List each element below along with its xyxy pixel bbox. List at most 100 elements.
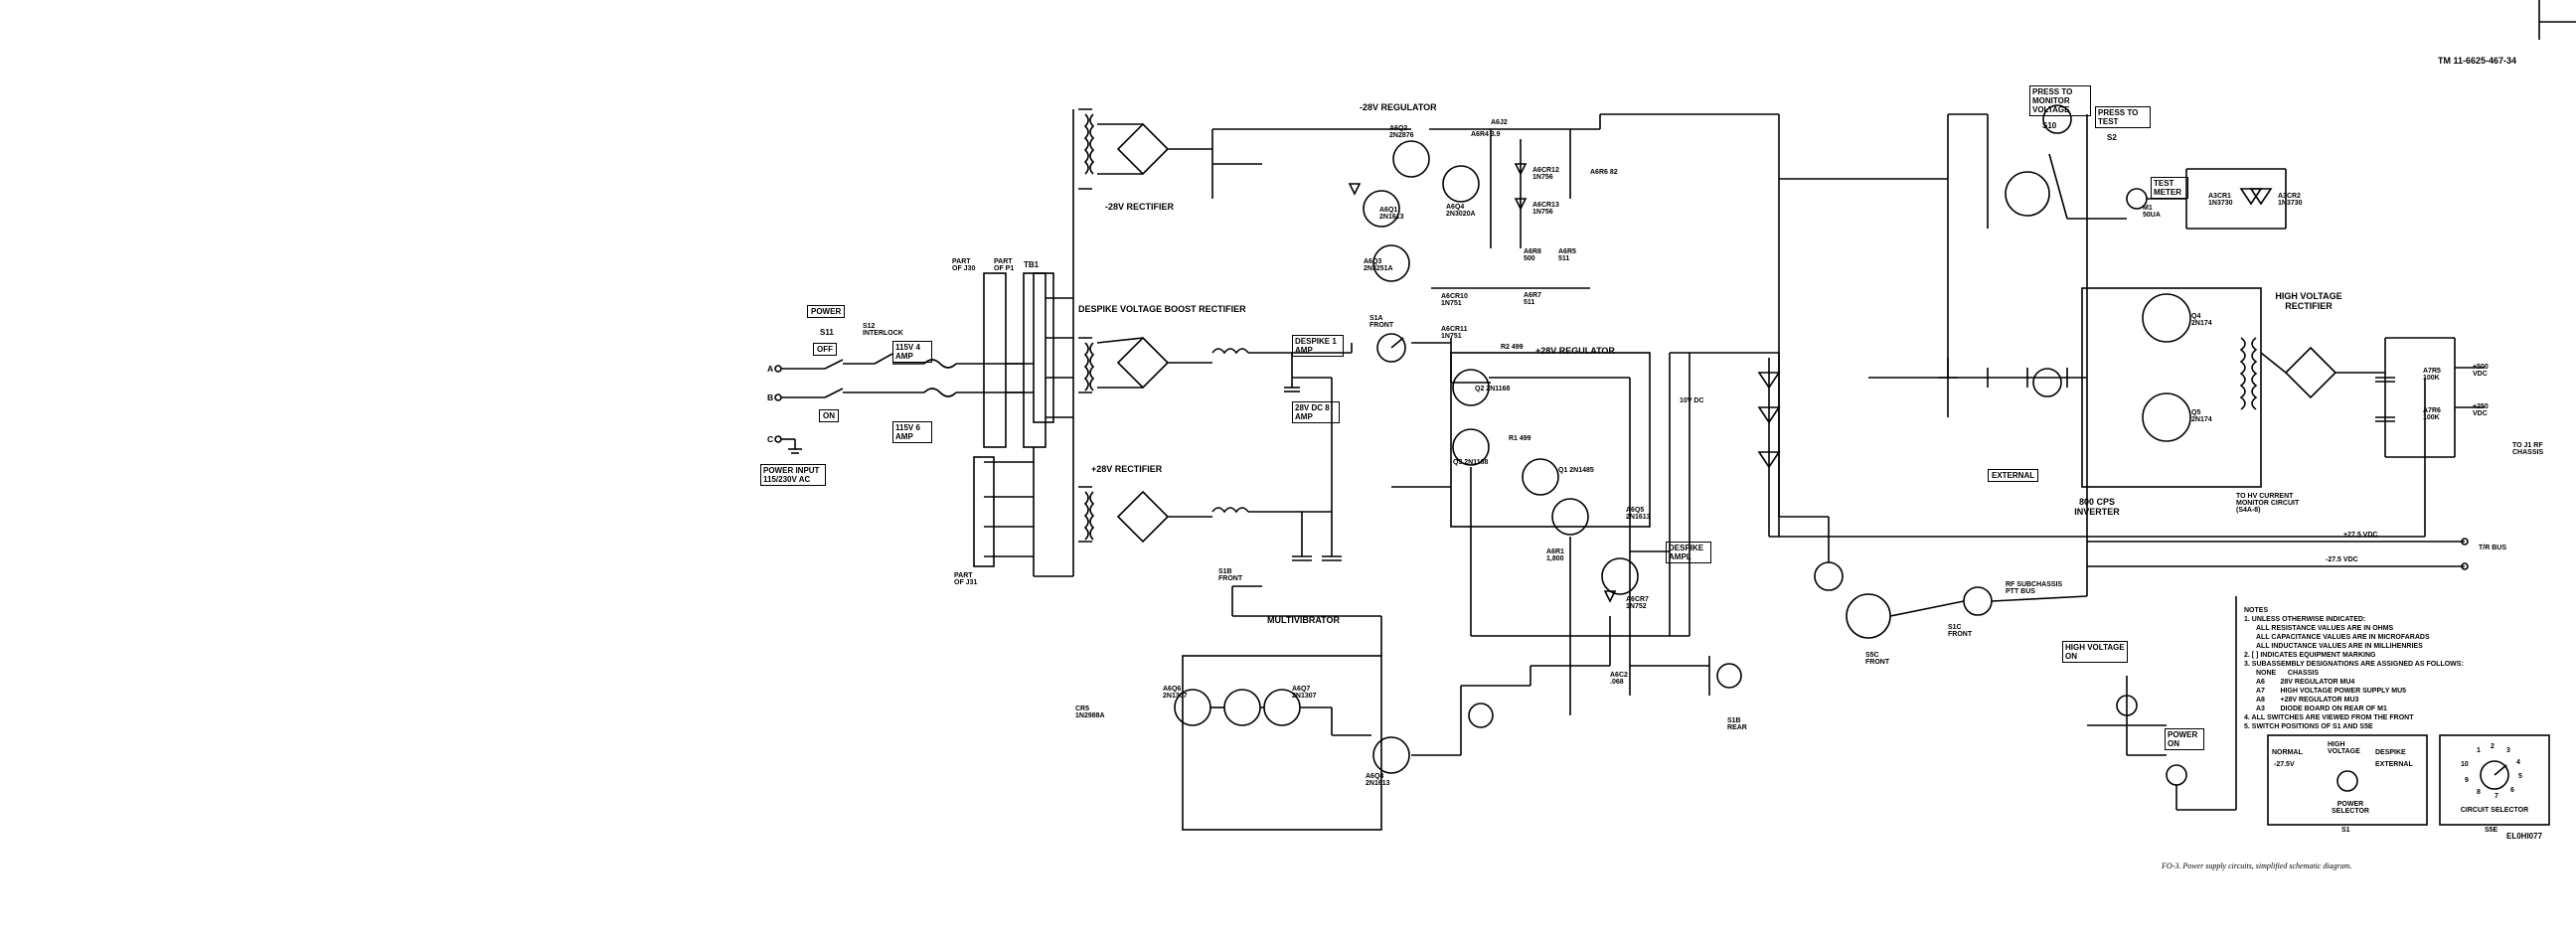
j1-label: TO J1 RF CHASSIS: [2512, 442, 2544, 456]
s1c-label: S1C FRONT: [1948, 624, 1973, 638]
notes-line: ALL INDUCTANCE VALUES ARE IN MILLIHENRIE…: [2256, 643, 2423, 650]
power-selector-id: S1: [2341, 827, 2350, 834]
notes-line: 3. SUBASSEMBLY DESIGNATIONS ARE ASSIGNED…: [2244, 661, 2464, 668]
cs-pos-7: 7: [2495, 793, 2498, 800]
cs-pos-9: 9: [2465, 777, 2469, 784]
s1b-rear-label: S1B REAR: [1727, 717, 1747, 731]
plus28-regulator-title: +28V REGULATOR: [1535, 346, 1615, 356]
hv-on-box: HIGH VOLTAGE ON: [2062, 641, 2128, 663]
out-tr-bus: T/R BUS: [2479, 545, 2506, 551]
off-box: OFF: [813, 343, 837, 356]
power-selector-label: POWER SELECTOR: [2332, 801, 2369, 815]
s10-label: S10: [2042, 121, 2057, 130]
out-hv-monitor: TO HV CURRENT MONITOR CIRCUIT (S4A-8): [2236, 493, 2300, 514]
s1b-label: S1B FRONT: [1218, 568, 1243, 582]
j31-label: PART OF J31: [954, 572, 978, 586]
p1-label: PART OF P1: [994, 258, 1015, 272]
comp-q5: Q5 2N174: [2191, 409, 2212, 423]
minus28-regulator-title: -28V REGULATOR: [1360, 102, 1437, 112]
comp-a6cr11: A6CR11 1N751: [1441, 326, 1468, 340]
comp-a3cr1: A3CR1 1N3730: [2208, 193, 2233, 207]
on-box: ON: [819, 409, 839, 422]
tm-number: TM 11-6625-467-34: [2438, 56, 2517, 66]
comp-a6j2: A6J2: [1491, 119, 1508, 126]
comp-a3cr2: A3CR2 1N3730: [2278, 193, 2303, 207]
comp-q4: Q4 2N174: [2191, 313, 2212, 327]
notes-line: 2. [ ] INDICATES EQUIPMENT MARKING: [2244, 652, 2376, 659]
cs-pos-5: 5: [2518, 773, 2522, 780]
inverter-title: 800 CPS INVERTER: [2074, 497, 2120, 517]
s12-label: S12 INTERLOCK: [863, 323, 903, 337]
cs-pos-3: 3: [2506, 747, 2510, 754]
press-monitor-box: PRESS TO MONITOR VOLTAGE: [2029, 85, 2091, 116]
notes-block: NOTES 1. UNLESS OTHERWISE INDICATED: ALL…: [2244, 606, 2493, 731]
out-plus500: +500 VDC: [2473, 364, 2489, 378]
comp-a6q2: A6Q2 2N2876: [1389, 125, 1414, 139]
pos-high-voltage: HIGH VOLTAGE: [2328, 741, 2360, 755]
comp-a6q6: A6Q6 2N1307: [1163, 686, 1188, 700]
j30-label: PART OF J30: [952, 258, 976, 272]
comp-v10dc: 10V DC: [1680, 397, 1704, 404]
circuit-selector-id: S5E: [2485, 827, 2498, 834]
comp-a6cr13: A6CR13 1N756: [1532, 202, 1559, 216]
test-meter-box: TEST METER: [2151, 177, 2188, 199]
multivibrator-title: MULTIVIBRATOR: [1267, 615, 1340, 625]
despike-rectifier-title: DESPIKE VOLTAGE BOOST RECTIFIER: [1078, 304, 1246, 314]
power-input-box: POWER INPUT 115/230V AC: [760, 464, 826, 486]
notes-line: 5. SWITCH POSITIONS OF S1 AND S5E: [2244, 723, 2373, 730]
comp-a6q4: A6Q4 2N3020A: [1446, 204, 1476, 218]
s2-label: S2: [2107, 133, 2117, 142]
pos-external: EXTERNAL: [2375, 761, 2413, 768]
comp-a6q3: A6Q3 2N3251A: [1364, 258, 1393, 272]
cs-pos-4: 4: [2516, 759, 2520, 766]
cs-pos-10: 10: [2461, 761, 2469, 768]
comp-a6r5: A6R5 511: [1558, 248, 1576, 262]
power-box: POWER: [807, 305, 846, 318]
despike-ampl-box: DESPIKE AMPL: [1666, 542, 1711, 563]
comp-a7r6: A7R6 100K: [2423, 407, 2441, 421]
comp-a6r4: A6R4 3.9: [1471, 131, 1501, 138]
notes-line: NONE CHASSIS: [2256, 670, 2320, 677]
comp-m1: M1 50UA: [2143, 205, 2161, 219]
tb1-label: TB1: [1024, 260, 1040, 269]
comp-a6q1: A6Q1 2N1613: [1379, 207, 1404, 221]
cs-pos-1: 1: [2477, 747, 2481, 754]
notes-line: A3 DIODE BOARD ON REAR OF M1: [2256, 705, 2387, 712]
comp-a6q5: A6Q5 2N1613: [1626, 507, 1651, 521]
comp-r1: R1 499: [1509, 435, 1531, 442]
svg-text:A: A: [767, 364, 773, 374]
notes-line: ALL RESISTANCE VALUES ARE IN OHMS: [2256, 625, 2394, 632]
f2-box: 115V 4 AMP: [892, 341, 932, 363]
comp-q1: Q1 2N1485: [1558, 467, 1594, 474]
power-on-box: POWER ON: [2165, 728, 2204, 750]
notes-line: A8 +28V REGULATOR MU3: [2256, 697, 2359, 704]
comp-a6cr10: A6CR10 1N751: [1441, 293, 1468, 307]
cs-pos-8: 8: [2477, 789, 2481, 796]
hv-rectifier-title: HIGH VOLTAGE RECTIFIER: [2275, 291, 2342, 311]
f3-box: 115V 6 AMP: [892, 421, 932, 443]
notes-line: 1. UNLESS OTHERWISE INDICATED:: [2244, 616, 2366, 623]
comp-a6r8: A6R8 500: [1524, 248, 1541, 262]
comp-a6r7: A6R7 511: [1524, 292, 1541, 306]
comp-q3: Q3 2N1168: [1453, 459, 1489, 466]
comp-q2: Q2 2N1168: [1475, 386, 1511, 392]
drawing-id: EL0HI077: [2506, 832, 2543, 841]
notes-line: ALL CAPACITANCE VALUES ARE IN MICROFARAD…: [2256, 634, 2430, 641]
svg-text:C: C: [767, 434, 773, 444]
press-test-box: PRESS TO TEST: [2095, 106, 2151, 128]
comp-r2: R2 499: [1501, 344, 1524, 351]
svg-text:B: B: [767, 392, 773, 402]
notes-line: A7 HIGH VOLTAGE POWER SUPPLY MU5: [2256, 688, 2407, 695]
comp-a6q8: A6Q8 2N1613: [1366, 773, 1390, 787]
pos-normal: NORMAL: [2272, 749, 2303, 756]
comp-cr5: CR5 1N2988A: [1075, 705, 1105, 719]
figure-caption: FO-3. Power supply circuits, simplified …: [2162, 861, 2352, 870]
circuit-selector-label: CIRCUIT SELECTOR: [2460, 807, 2529, 814]
notes-line: A6 28V REGULATOR MU4: [2256, 679, 2355, 686]
external-box: EXTERNAL: [1988, 469, 2039, 482]
comp-a6cr12: A6CR12 1N756: [1532, 167, 1559, 181]
out-plus250: +250 VDC: [2473, 403, 2489, 417]
